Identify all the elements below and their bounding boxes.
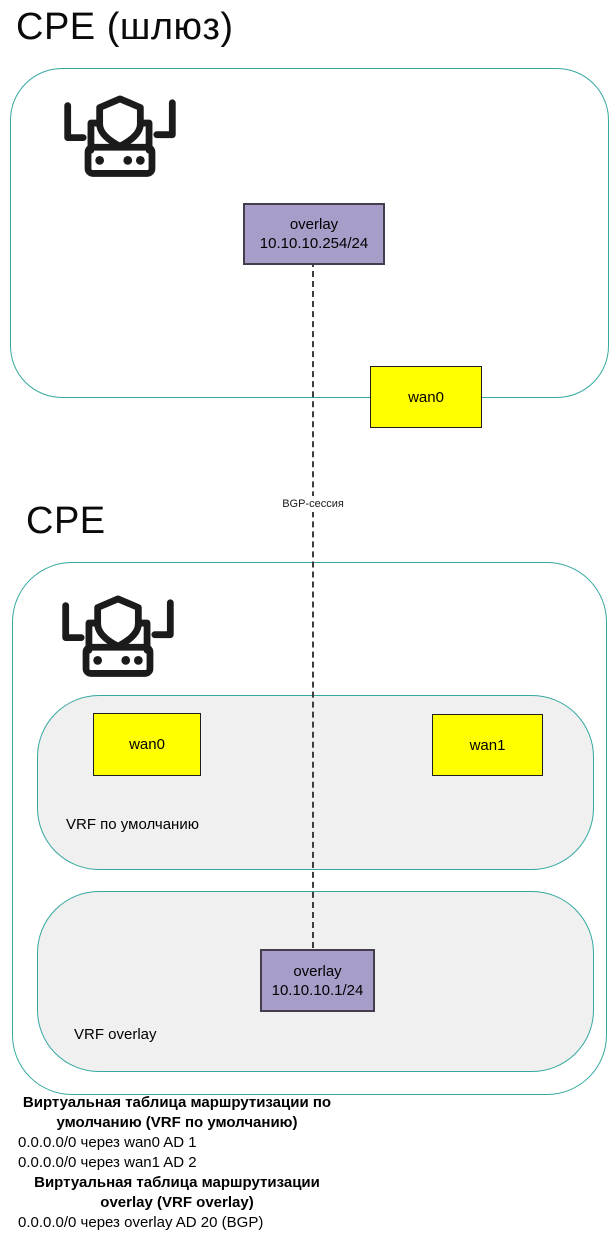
shield (94, 595, 142, 650)
led-dot (135, 156, 145, 165)
cpe-title: CPE (26, 500, 106, 542)
led-dot (95, 156, 105, 165)
cpe-overlay-interface: overlay 10.10.10.1/24 (260, 949, 375, 1012)
vrf-default-label: VRF по умолчанию (66, 816, 199, 833)
wan-label: wan0 (408, 388, 444, 406)
route-entry: 0.0.0.0/0 через overlay AD 20 (BGP) (18, 1214, 264, 1231)
led-dot (133, 656, 143, 665)
cpe-wan0-interface: wan0 (93, 713, 201, 776)
vrf-default-zone: wan0 wan1 VRF по умолчанию (37, 695, 594, 870)
led-dot (121, 656, 131, 665)
gateway-zone (10, 68, 609, 398)
antenna-right (153, 99, 176, 139)
wan-label: wan0 (129, 736, 165, 753)
overlay-ip: 10.10.10.254/24 (259, 235, 369, 252)
router-shield-icon (62, 595, 174, 677)
wan-label: wan1 (469, 736, 506, 754)
antenna-left (64, 102, 87, 141)
routing-tables-text: Виртуальная таблица маршрутизации по умо… (8, 1093, 346, 1233)
gateway-title: CPE (шлюз) (16, 6, 234, 48)
vrf-overlay-label: VRF overlay (74, 1026, 157, 1043)
shield (96, 95, 144, 150)
cpe-zone (12, 562, 607, 1095)
gateway-wan0-interface: wan0 (370, 366, 482, 428)
overlay-name: overlay (293, 962, 342, 980)
route-entry: 0.0.0.0/0 через wan0 AD 1 (18, 1134, 197, 1151)
routing-table-overlay-heading: Виртуальная таблица маршрутизации overla… (34, 1174, 320, 1211)
led-dot (93, 656, 103, 665)
antenna-left (62, 602, 85, 641)
antenna-right (151, 599, 174, 639)
overlay-name: overlay (289, 216, 339, 233)
bgp-session-label: BGP-сессия (256, 496, 370, 512)
cpe-wan1-interface: wan1 (432, 714, 543, 776)
bgp-session-line (312, 261, 314, 948)
router-shield-icon (64, 95, 176, 177)
gateway-overlay-interface: overlay 10.10.10.254/24 (243, 203, 385, 265)
routing-table-default-heading: Виртуальная таблица маршрутизации по умо… (22, 1094, 332, 1131)
overlay-ip: 10.10.10.1/24 (271, 981, 364, 999)
vrf-overlay-zone: overlay 10.10.10.1/24 VRF overlay (37, 891, 594, 1072)
route-entry: 0.0.0.0/0 через wan1 AD 2 (18, 1154, 197, 1171)
led-dot (123, 156, 133, 165)
